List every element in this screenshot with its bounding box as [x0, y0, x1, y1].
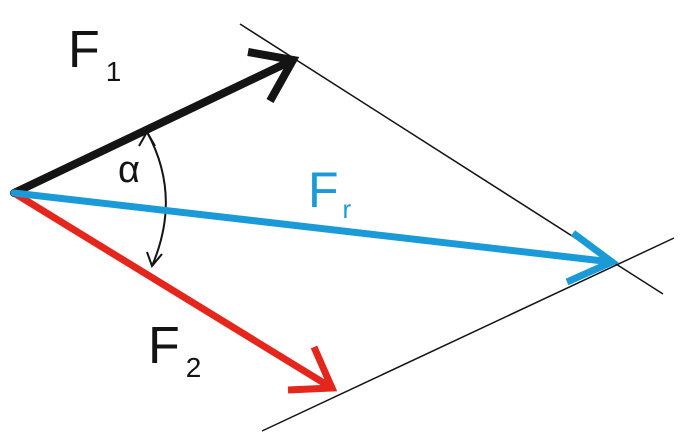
label-f2-subscript: 2: [186, 352, 202, 383]
angle-arc-arrowhead-bottom: [146, 251, 163, 268]
angle-arc: [146, 131, 167, 267]
force-fr-arrowhead: [565, 230, 619, 286]
force-f2-arrowhead: [287, 345, 338, 394]
force-f1-arrowhead: [247, 48, 300, 103]
label-angle-alpha: α: [118, 149, 140, 191]
label-f1-subscript: 1: [106, 56, 122, 87]
force-f2-shaft: [10, 189, 336, 392]
force-f1-shaft: [10, 56, 297, 197]
label-fr-main: F: [308, 162, 339, 218]
label-fr-subscript: r: [343, 194, 352, 224]
force-fr-shaft: [10, 189, 616, 266]
construction-line-lower: [261, 237, 675, 432]
label-f1-main: F: [68, 21, 100, 79]
label-f2-main: F: [148, 317, 180, 375]
